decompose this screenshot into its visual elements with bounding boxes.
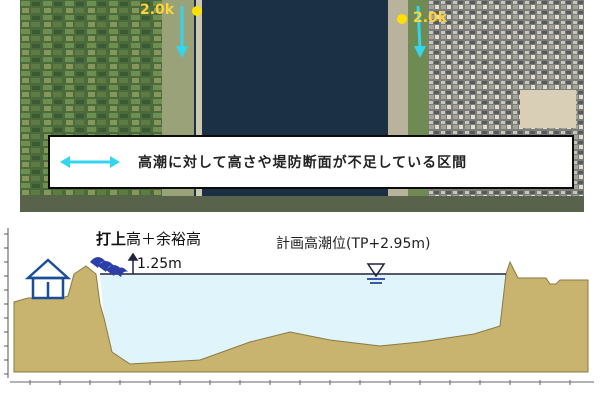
- runup-height-value: 1.25m: [137, 256, 182, 272]
- right-section-arrow: [414, 5, 426, 58]
- left-marker-dot: [192, 6, 202, 16]
- left-section-arrow: [176, 6, 188, 58]
- high-water-level-label: 計画高潮位(TP+2.95m): [276, 236, 431, 252]
- water-level-icon: [366, 263, 386, 284]
- cross-section-diagram: [4, 228, 594, 385]
- wave-icon: [90, 257, 128, 277]
- runup-label-rest: 高＋余裕高: [126, 230, 202, 248]
- legend-label: 高潮に対して高さや堤防断面が不足している区間: [138, 155, 468, 171]
- right-marker-dot: [397, 14, 407, 24]
- double-arrow-icon: [60, 156, 120, 168]
- ground-profile: [13, 260, 589, 373]
- aerial-overlay: [176, 5, 426, 58]
- left-km-label: 2.0k: [140, 2, 175, 18]
- runup-height-arrow: [127, 252, 139, 274]
- high-water-area: [100, 274, 506, 364]
- right-km-label: 2.0k: [413, 10, 448, 26]
- house-icon: [24, 258, 72, 300]
- legend-box: 高潮に対して高さや堤防断面が不足している区間: [48, 135, 574, 189]
- runup-label-bold: 打上: [96, 230, 127, 248]
- runup-label: 打上高＋余裕高: [96, 228, 201, 249]
